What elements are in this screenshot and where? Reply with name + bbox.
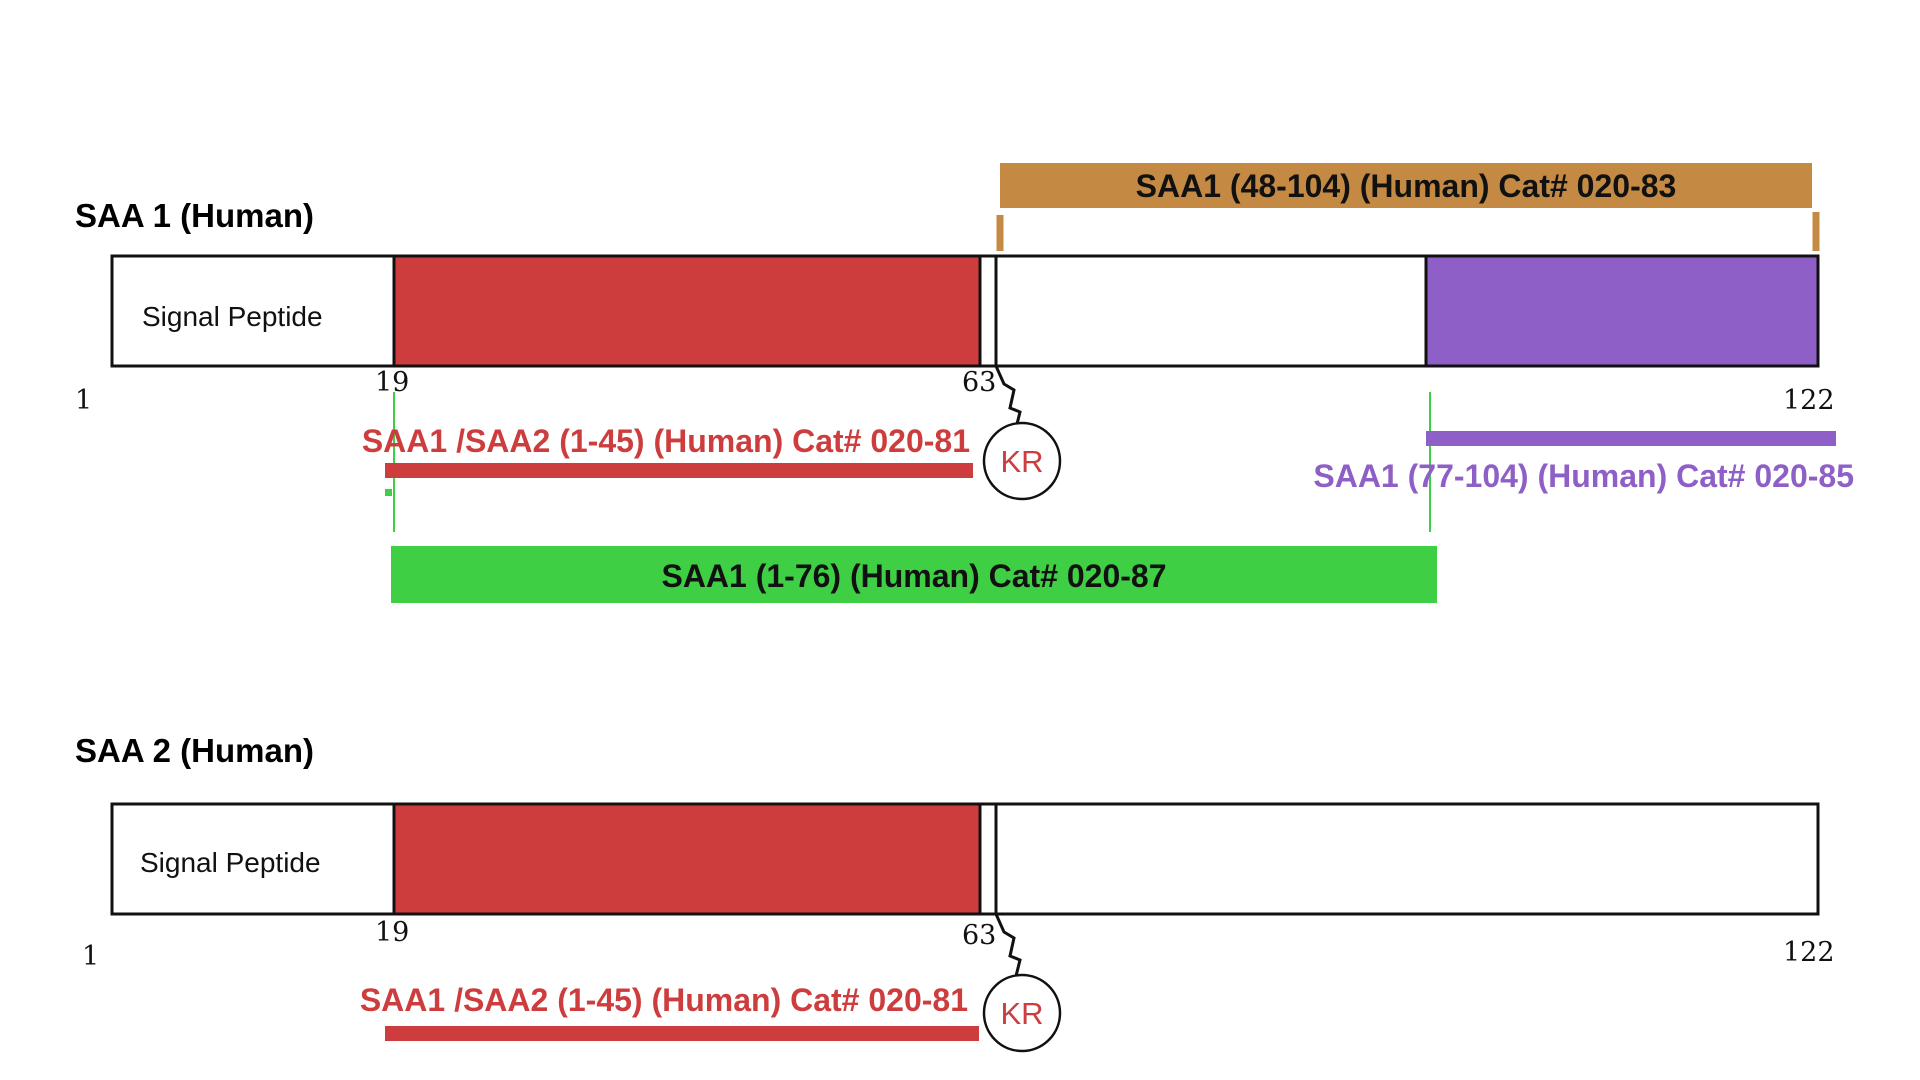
saa1-group: SAA 1 (Human) SAA1 (48-104) (Human) Cat#… [75,163,1854,603]
saa2-domain-red [394,804,980,914]
saa1-protein-bar [110,254,1820,368]
saa2-kr-circle [982,973,1062,1053]
saa2-title: SAA 2 (Human) [75,732,314,769]
saa1-domain-red [394,256,980,366]
saa2-label-020-81: SAA1 /SAA2 (1-45) (Human) Cat# 020-81 [360,982,968,1018]
saa1-kr-label: KR [1000,444,1043,479]
saa1-green-mark [385,489,392,496]
saa1-title: SAA 1 (Human) [75,197,314,234]
saa1-num-63: 63 [962,367,996,398]
saa1-bar-020-81 [385,463,973,478]
saa1-bar-020-83 [1000,163,1812,208]
saa2-cleavage-zigzag [994,913,1022,977]
saa1-kr-circle [982,421,1062,501]
saa2-num-122: 122 [1783,937,1835,968]
saa2-group: SAA 2 (Human) Signal Peptide 1 19 63 122… [75,732,1835,1053]
saa1-num-1: 1 [75,385,92,416]
saa2-protein-bar [110,802,1820,916]
saa1-label-020-83: SAA1 (48-104) (Human) Cat# 020-83 [1136,168,1677,204]
saa2-signal-peptide-label: Signal Peptide [140,847,321,878]
saa1-num-19: 19 [375,367,409,398]
saa2-num-1: 1 [82,941,99,972]
saa2-num-19: 19 [375,917,409,948]
saa2-bar-020-81 [385,1026,979,1041]
saa1-signal-peptide-label: Signal Peptide [142,301,323,332]
saa2-kr-label: KR [1000,996,1043,1031]
saa1-label-020-81: SAA1 /SAA2 (1-45) (Human) Cat# 020-81 [362,423,970,459]
saa1-bar-020-87 [391,546,1437,603]
saa1-domain-purple [1426,256,1818,366]
saa2-num-63: 63 [962,920,996,951]
saa1-label-020-85: SAA1 (77-104) (Human) Cat# 020-85 [1313,458,1854,494]
saa1-bar-020-85 [1426,431,1836,446]
saa1-label-020-87: SAA1 (1-76) (Human) Cat# 020-87 [661,558,1166,594]
saa1-cleavage-zigzag [994,365,1022,429]
saa1-num-122: 122 [1783,385,1835,416]
